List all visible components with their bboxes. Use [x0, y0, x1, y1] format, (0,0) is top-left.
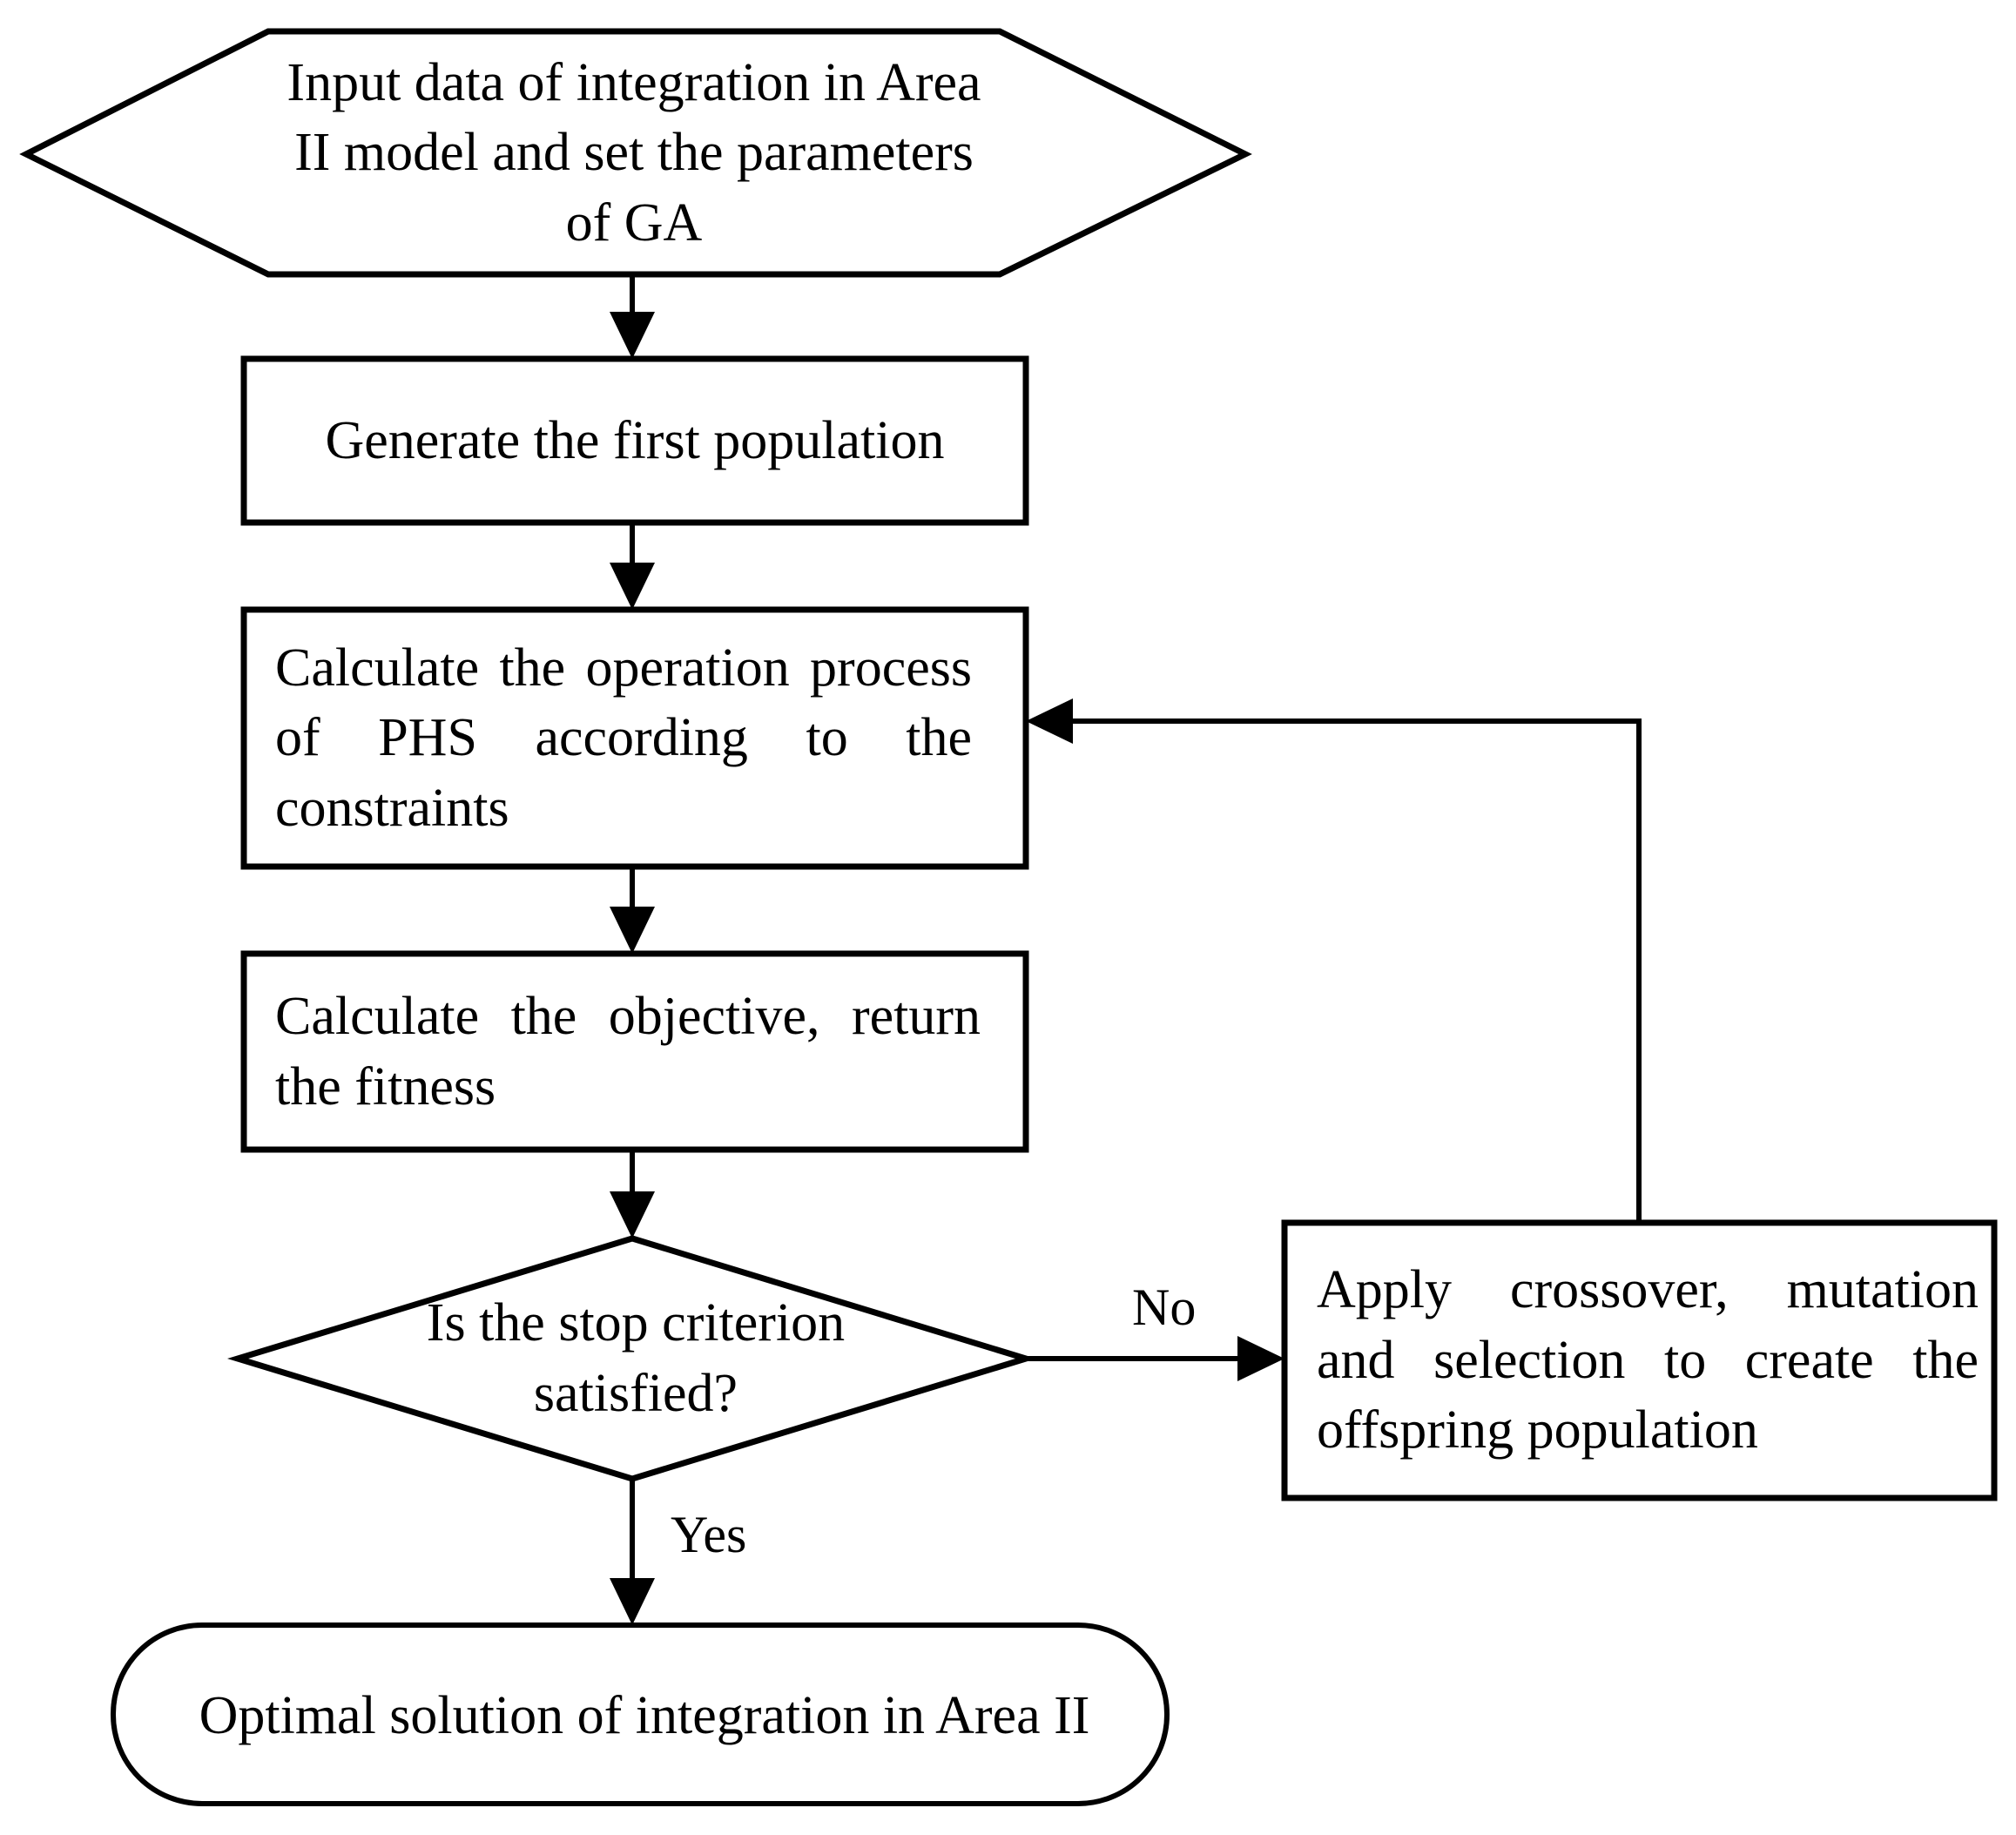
node-generate-label-text: Generate the first population	[325, 410, 945, 470]
edge-generate-to-calculate-operation-arrowhead	[610, 563, 655, 610]
node-stop-criterion-label: Is the stop criterion satisfied?	[374, 1245, 897, 1472]
node-optimal-solution-label-text: Optimal solution of integration in Area …	[199, 1685, 1090, 1745]
node-apply-operators-label: Apply crossover, mutation and selection …	[1317, 1223, 1979, 1498]
node-optimal-solution-label: Optimal solution of integration in Area …	[187, 1629, 1102, 1803]
node-generate-label: Generate the first population	[261, 359, 1008, 523]
edge-calculate-operation-to-objective-arrowhead	[610, 907, 655, 954]
edge-label-no: No	[1132, 1278, 1197, 1336]
node-generate-rect	[240, 355, 1029, 526]
node-start-label-text: Input data of integration in Area II mod…	[287, 52, 995, 253]
node-apply-operators-rect	[1281, 1219, 1998, 1501]
node-calculate-objective-rect	[240, 950, 1029, 1153]
edge-objective-to-decision-arrowhead	[610, 1191, 655, 1238]
edge-label-yes: Yes	[671, 1506, 747, 1563]
node-apply-operators-label-text: Apply crossover, mutation and selection …	[1317, 1260, 1979, 1461]
node-optimal-solution-stadium	[111, 1622, 1170, 1806]
edge-decision-to-optimal-solution-arrowhead	[610, 1578, 655, 1625]
node-calculate-operation-label-text: Calculate the operation process of PHS a…	[275, 638, 972, 838]
node-calculate-operation-label: Calculate the operation process of PHS a…	[275, 610, 972, 867]
edge-apply-operators-feedback-loop	[1052, 718, 1642, 1223]
edge-apply-operators-feedback-loop-arrowhead	[1026, 698, 1073, 744]
node-stop-criterion-label-text: Is the stop criterion satisfied?	[426, 1293, 859, 1423]
node-calculate-objective-label: Calculate the objective, return the fitn…	[275, 954, 981, 1150]
node-calculate-objective-label-text: Calculate the objective, return the fitn…	[275, 986, 981, 1117]
edge-decision-to-apply-operators-arrowhead	[1237, 1336, 1284, 1381]
edge-start-to-generate-arrowhead	[610, 312, 655, 359]
node-start-label: Input data of integration in Area II mod…	[268, 31, 1000, 274]
node-start-hexagon	[19, 28, 1252, 278]
